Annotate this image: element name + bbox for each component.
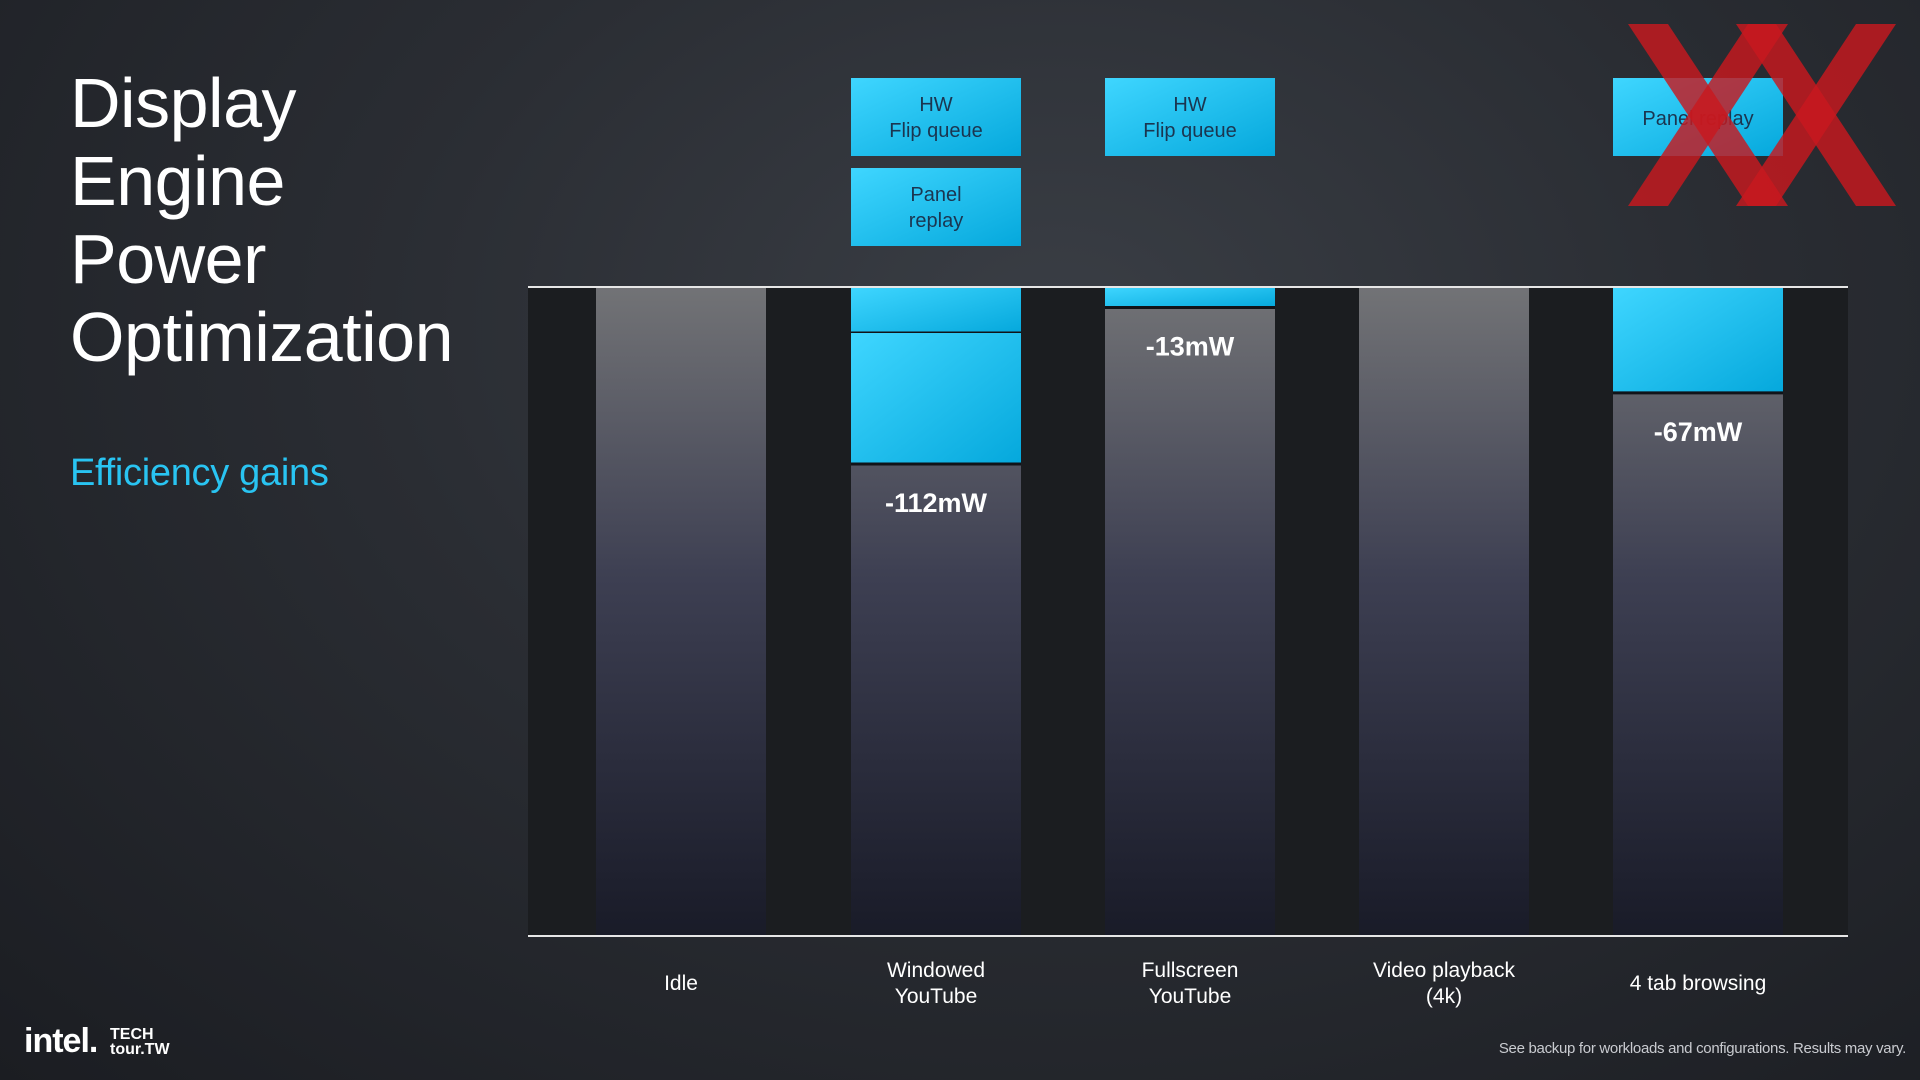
title-line: Engine <box>70 142 285 220</box>
savings-label: -67mW <box>1654 417 1743 447</box>
savings-label: -13mW <box>1146 332 1235 362</box>
title-line: Optimization <box>70 298 454 376</box>
page-title: Display Engine Power Optimization <box>70 64 454 376</box>
subtitle: Efficiency gains <box>70 452 329 494</box>
category-label: Idle <box>664 972 698 995</box>
category-label: Fullscreen <box>1142 959 1239 982</box>
category-label: Video playback <box>1373 959 1516 982</box>
bar <box>596 287 766 935</box>
saving-segment <box>851 333 1021 464</box>
title-line: Power <box>70 220 266 298</box>
saving-segment <box>1105 287 1275 308</box>
techtour-logo-line: TECH <box>110 1026 154 1043</box>
techtour-logo-line: tour.TW <box>110 1041 170 1058</box>
footnote: See backup for workloads and configurati… <box>1498 1040 1906 1057</box>
saving-segment <box>1613 287 1783 393</box>
category-label: 4 tab browsing <box>1630 972 1767 995</box>
feature-box <box>851 78 1021 156</box>
feature-box-label: Panel <box>910 184 961 206</box>
bar <box>1613 287 1783 935</box>
feature-box-label: Flip queue <box>889 120 982 142</box>
red-xx-watermark-icon <box>1628 24 1896 206</box>
saving-segment <box>851 287 1021 334</box>
category-label: (4k) <box>1426 985 1462 1008</box>
feature-box-label: Flip queue <box>1143 120 1236 142</box>
feature-box <box>1105 78 1275 156</box>
techtour-logo: TECH tour.TW <box>110 1026 170 1058</box>
intel-logo: intel. <box>24 1022 98 1060</box>
bar <box>1105 287 1275 935</box>
category-label: YouTube <box>895 985 978 1008</box>
feature-box-label: HW <box>1173 94 1206 116</box>
feature-box-label: replay <box>909 210 963 232</box>
savings-label: -112mW <box>885 488 988 518</box>
category-label: YouTube <box>1149 985 1232 1008</box>
title-line: Display <box>70 64 297 142</box>
bar <box>1359 287 1529 935</box>
feature-box-label: HW <box>919 94 952 116</box>
category-label: Windowed <box>887 959 985 982</box>
feature-box <box>851 168 1021 246</box>
